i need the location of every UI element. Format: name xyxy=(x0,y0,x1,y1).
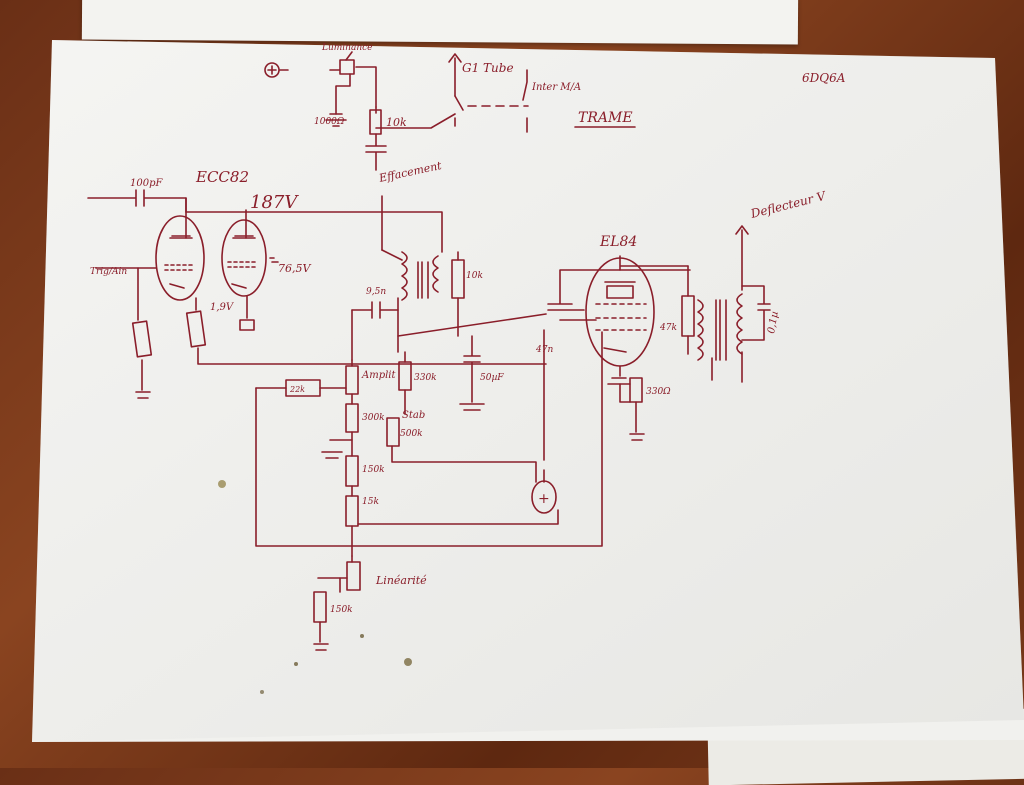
linearity-pot xyxy=(313,555,361,651)
oscillator-transformer xyxy=(351,195,465,361)
label-res-1000: 1000Ω xyxy=(314,117,345,127)
label-res-500k: 500k xyxy=(400,429,423,439)
luminance-section xyxy=(264,51,456,171)
label-g1-tube: G1 Tube xyxy=(462,61,514,75)
label-res-47k: 47k xyxy=(659,323,677,333)
label-res-10k: 10k xyxy=(386,116,407,129)
label-res-330r: 330Ω xyxy=(646,387,671,397)
output-transformer xyxy=(681,225,771,383)
feedback-loop xyxy=(255,319,603,547)
label-plus: + xyxy=(538,491,550,507)
label-cap-50uf: 50µF xyxy=(480,373,504,383)
label-cap-0-1u: 0,1µ xyxy=(766,311,781,335)
stain xyxy=(404,658,412,666)
label-ecc82: ECC82 xyxy=(195,168,249,186)
label-luminance: Luminance xyxy=(321,43,373,53)
schematic-drawing: ECC82 187V 76,5V 1,9V 100pF Trig/Ain EL8… xyxy=(32,40,1024,742)
stain xyxy=(294,662,298,666)
label-linearity: Linéarité xyxy=(375,574,427,587)
stain xyxy=(360,634,364,638)
label-cap-9-5n: 9,5n xyxy=(366,287,386,297)
b-plus-rail xyxy=(245,209,547,337)
label-voltage-76: 76,5V xyxy=(278,262,311,275)
label-res-330k: 330k xyxy=(414,373,437,383)
resistor-chain xyxy=(321,351,537,557)
label-trigger: Trig/Ain xyxy=(90,267,127,277)
stain xyxy=(218,480,226,488)
label-res-15k: 15k xyxy=(362,497,379,507)
schematic-paper: ECC82 187V 76,5V 1,9V 100pF Trig/Ain EL8… xyxy=(32,40,1024,742)
label-6dq6a: 6DQ6A xyxy=(802,71,846,85)
el84-tube xyxy=(547,255,691,441)
input-wiring xyxy=(87,189,547,399)
label-inter: Inter M/A xyxy=(531,82,581,93)
label-res-10k-b: 10k xyxy=(466,271,483,281)
label-res-300k: 300k xyxy=(362,413,385,423)
label-cap-47n: 47n xyxy=(535,345,553,355)
label-res-150k: 150k xyxy=(362,465,385,475)
g1-switch-section xyxy=(448,53,636,133)
label-ampl: Amplit xyxy=(361,370,397,381)
label-res-22k: 22k xyxy=(289,385,305,394)
label-voltage-187: 187V xyxy=(250,192,299,213)
cap-50uf-ground xyxy=(459,335,485,411)
label-res-150k-b: 150k xyxy=(330,605,353,615)
label-voltage-19: 1,9V xyxy=(210,302,235,313)
stain xyxy=(260,690,264,694)
label-stab: Stab xyxy=(402,410,425,421)
label-el84: EL84 xyxy=(599,234,637,250)
label-trame: TRAME xyxy=(578,110,633,126)
label-cap-100pf: 100pF xyxy=(130,178,163,189)
